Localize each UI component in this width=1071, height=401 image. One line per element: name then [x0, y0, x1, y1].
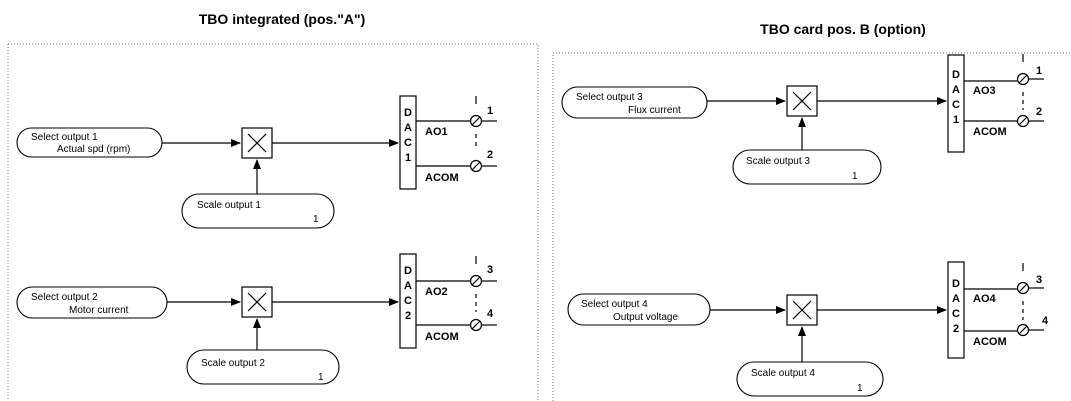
scale-output-3-block[interactable]: Scale output 3 1 [732, 149, 882, 185]
ao3-label: AO3 [973, 85, 996, 97]
pin-1-label: 1 [487, 105, 493, 117]
acom-2-label: ACOM [425, 331, 459, 343]
terminal-screw-icon [1016, 323, 1030, 337]
dac-4: D A C 2 [947, 261, 965, 359]
scale-output-2-block[interactable]: Scale output 2 1 [186, 349, 340, 385]
dac-letter: 2 [953, 323, 959, 335]
dac-3: D A C 1 [947, 54, 965, 153]
ao1-label: AO1 [425, 126, 448, 138]
scale-output-2-value: 1 [318, 372, 324, 383]
pin-3-label-b: 3 [1036, 274, 1042, 286]
multiply-icon [241, 286, 273, 318]
select-output-2-value: Motor current [69, 305, 129, 316]
multiply-icon [786, 85, 818, 117]
dac-letter: C [404, 295, 412, 307]
acom-3-label: ACOM [973, 126, 1007, 138]
scale-output-4-block[interactable]: Scale output 4 1 [736, 361, 884, 397]
multiply-icon [241, 127, 273, 159]
select-output-1-block[interactable]: Select output 1 Actual spd (rpm) [16, 127, 163, 158]
scale-output-4-value: 1 [857, 383, 863, 394]
ao2-label: AO2 [425, 286, 448, 298]
panel-a: TBO integrated (pos."A") Select output 1… [7, 11, 539, 401]
terminal-screw-icon [1016, 72, 1030, 86]
dac-letter: 1 [953, 114, 959, 126]
select-output-2-block[interactable]: Select output 2 Motor current [16, 286, 168, 319]
acom-1-label: ACOM [425, 172, 459, 184]
dac-letter: 2 [405, 310, 411, 322]
pin-3-label: 3 [487, 264, 493, 276]
dac-letter: A [952, 84, 960, 96]
panel-b: TBO card pos. B (option) Select output 3… [552, 21, 1071, 401]
pin-1-label-b: 1 [1036, 65, 1042, 77]
dac-letter: A [404, 122, 412, 134]
select-output-4-block[interactable]: Select output 4 Output voltage [567, 293, 711, 326]
scale-output-3-value: 1 [852, 171, 858, 182]
dac-letter: C [404, 137, 412, 149]
panel-b-title: TBO card pos. B (option) [760, 21, 926, 37]
terminal-screw-icon [469, 114, 483, 128]
dac-2: D A C 2 [399, 253, 417, 349]
select-output-1-label: Select output 1 [31, 132, 98, 143]
select-output-2-label: Select output 2 [31, 292, 98, 303]
dac-letter: 1 [405, 152, 411, 164]
select-output-4-value: Output voltage [613, 312, 678, 323]
scale-output-2-label: Scale output 2 [201, 358, 265, 369]
dac-letter: C [952, 99, 960, 111]
panel-a-frame [7, 43, 539, 401]
scale-output-1-block[interactable]: Scale output 1 1 [181, 193, 335, 229]
dac-letter: A [404, 280, 412, 292]
terminal-screw-icon [1016, 281, 1030, 295]
channel-1: Select output 1 Actual spd (rpm) Scale o… [16, 95, 497, 229]
dac-letter: D [952, 69, 960, 81]
select-output-4-label: Select output 4 [581, 299, 648, 310]
scale-output-3-label: Scale output 3 [746, 156, 810, 167]
pin-4-label: 4 [487, 308, 494, 320]
select-output-3-block[interactable]: Select output 3 Flux current [561, 86, 708, 119]
select-output-1-value: Actual spd (rpm) [57, 144, 130, 155]
ao4-label: AO4 [973, 293, 997, 305]
channel-4: Select output 4 Output voltage Scale out… [567, 261, 1049, 397]
scale-output-1-label: Scale output 1 [197, 200, 261, 211]
scale-output-1-value: 1 [313, 214, 319, 225]
terminal-screw-icon [1016, 114, 1030, 128]
terminal-screw-icon [469, 159, 483, 173]
dac-letter: A [952, 293, 960, 305]
terminal-screw-icon [469, 318, 483, 332]
channel-3: Select output 3 Flux current Scale outpu… [561, 54, 1044, 185]
dac-letter: D [404, 107, 412, 119]
channel-2: Select output 2 Motor current Scale outp… [16, 253, 497, 385]
dac-letter: C [952, 308, 960, 320]
pin-2-label: 2 [487, 149, 493, 161]
dac-letter: D [952, 278, 960, 290]
dac-letter: D [404, 265, 412, 277]
scale-output-4-label: Scale output 4 [751, 368, 815, 379]
dac-1: D A C 1 [399, 95, 417, 190]
acom-4-label: ACOM [973, 336, 1007, 348]
pin-4-label-b: 4 [1042, 315, 1049, 327]
select-output-3-label: Select output 3 [576, 92, 643, 103]
select-output-3-value: Flux current [628, 105, 681, 116]
pin-2-label-b: 2 [1036, 106, 1042, 118]
panel-a-title: TBO integrated (pos."A") [199, 11, 366, 27]
panel-b-frame [552, 52, 1071, 401]
multiply-icon [786, 294, 818, 326]
terminal-screw-icon [469, 274, 483, 288]
